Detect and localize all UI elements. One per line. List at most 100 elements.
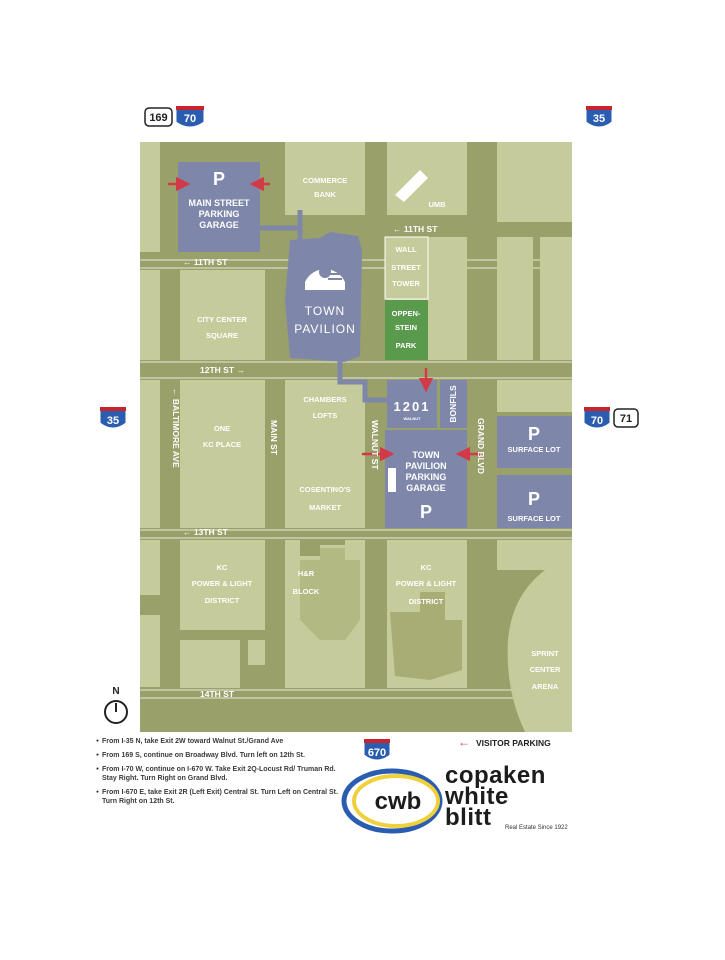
cwb-logo: cwb <box>341 768 443 834</box>
block-right-mid-2 <box>540 237 572 360</box>
surface-lot-1[interactable] <box>497 416 572 468</box>
kcpl-west-line-2: POWER & LIGHT <box>192 579 253 588</box>
main-street-garage-line-1: MAIN STREET <box>188 198 250 208</box>
town-pavilion-garage-line-1: TOWN <box>412 450 439 460</box>
block-chambers-lofts <box>285 380 365 528</box>
street-main: MAIN ST <box>269 420 279 456</box>
us-169-shield: 169 <box>144 107 173 127</box>
kcpl-east-line-1: KC <box>421 563 432 572</box>
i-35-shield-top: 35 <box>585 105 613 128</box>
street-grand: GRAND BLVD <box>476 418 486 474</box>
town-pavilion[interactable] <box>285 232 362 362</box>
block-left-strip-4a <box>140 540 160 595</box>
umb-label: UMB <box>428 200 446 209</box>
block-left-strip-3 <box>140 380 160 528</box>
cosentinos-line-1: COSENTINO'S <box>299 485 350 494</box>
parking-symbol-main-garage: P <box>213 169 225 189</box>
one-kc-place-line-1: ONE <box>214 424 230 433</box>
street-12th: 12TH ST → <box>200 365 245 375</box>
skywalk-route <box>260 210 425 403</box>
direction-item: From I-70 W, continue on I-670 W. Take E… <box>96 765 346 783</box>
sprint-center-line-2: CENTER <box>530 665 561 674</box>
i-670-shield: 670 <box>363 738 391 761</box>
commerce-bank-line-1: COMMERCE <box>303 176 348 185</box>
visitor-parking-arrows <box>168 176 482 462</box>
kcpl-east-line-2: POWER & LIGHT <box>396 579 457 588</box>
street-11th-left: ← 11TH ST <box>183 257 228 267</box>
svg-text:70: 70 <box>591 415 603 427</box>
brand-line-1: copaken <box>445 762 546 789</box>
wall-street-tower-line-2: STREET <box>391 263 421 272</box>
north-label: N <box>112 686 119 697</box>
street-13th: ← 13TH ST <box>183 527 229 537</box>
surface-lot-2[interactable] <box>497 475 572 528</box>
street-walnut: WALNUT ST <box>370 420 380 470</box>
wall-street-tower-line-3: TOWER <box>392 279 420 288</box>
svg-text:169: 169 <box>149 112 167 124</box>
driving-directions: From I-35 N, take Exit 2W toward Walnut … <box>96 737 346 811</box>
us-71-shield: 71 <box>613 408 639 428</box>
block-right-mid-1 <box>497 237 533 360</box>
svg-text:35: 35 <box>593 113 605 125</box>
kcpl-east-shape <box>390 592 462 680</box>
wall-street-tower-line-1: WALL <box>395 245 417 254</box>
street-baltimore: ← BALTIMORE AVE <box>171 388 181 468</box>
block-left-strip-4b <box>140 615 160 687</box>
oppenstein-park[interactable] <box>385 300 428 360</box>
logo-mark-text: cwb <box>375 788 422 815</box>
block-left-strip-1 <box>140 142 160 252</box>
block-sprint-center <box>497 540 572 732</box>
building-1201-sublabel: WALNUT <box>403 416 421 421</box>
svg-text:670: 670 <box>368 747 386 759</box>
company-tagline: Real Estate Since 1922 <box>505 825 568 831</box>
city-center-line-1: CITY CENTER <box>197 315 247 324</box>
block-right-lot-1 <box>497 380 572 412</box>
block-commerce-bank <box>285 142 365 215</box>
surface-lot-2-label: SURFACE LOT <box>508 514 561 523</box>
visitor-parking-label: VISITOR PARKING <box>476 738 551 748</box>
kcpl-west-line-3: DISTRICT <box>205 596 240 605</box>
bonfils-building[interactable] <box>440 380 467 428</box>
main-street-garage[interactable] <box>178 162 260 252</box>
sprint-center-line-1: SPRINT <box>531 649 559 658</box>
town-pavilion-line-2: PAVILION <box>294 322 356 336</box>
town-pavilion-garage-line-4: GARAGE <box>406 483 446 493</box>
direction-item: From I-35 N, take Exit 2W toward Walnut … <box>96 737 346 746</box>
town-pavilion-garage-line-3: PARKING <box>406 472 447 482</box>
direction-item: From I-670 E, take Exit 2R (Left Exit) C… <box>96 788 346 806</box>
block-one-kc-place <box>180 380 265 528</box>
direction-item: From 169 S, continue on Broadway Blvd. T… <box>96 751 346 760</box>
town-pavilion-line-1: TOWN <box>305 304 345 318</box>
map-legend: ← VISITOR PARKING <box>458 735 551 749</box>
bonfils-label: BONFILS <box>448 385 458 423</box>
block-small-2 <box>248 640 265 665</box>
street-11th-right: ← 11TH ST <box>393 224 438 234</box>
block-right-top <box>497 142 572 222</box>
oppenstein-line-3: PARK <box>396 341 417 350</box>
hr-block-building-shape <box>300 548 360 640</box>
parking-symbol-lot-2: P <box>528 489 540 509</box>
i-70-shield-top: 70 <box>175 105 205 128</box>
block-small-1 <box>180 640 240 688</box>
kcpl-west-line-1: KC <box>217 563 228 572</box>
wall-street-tower-shape <box>384 236 429 300</box>
oppenstein-line-2: STEIN <box>395 323 417 332</box>
block-left-strip-2 <box>140 270 160 360</box>
svg-text:70: 70 <box>184 113 196 125</box>
i-70-shield-right: 70 <box>583 406 611 429</box>
one-kc-place-line-2: KC PLACE <box>203 440 241 449</box>
hr-block-line-1: H&R <box>298 569 315 578</box>
hr-block-line-2: BLOCK <box>293 587 320 596</box>
arrow-left-icon: ← <box>458 735 470 749</box>
surface-lot-1-label: SURFACE LOT <box>508 445 561 454</box>
svg-text:71: 71 <box>620 413 632 425</box>
city-center-line-2: SQUARE <box>206 331 238 340</box>
garage-entrance-marker <box>388 468 396 492</box>
sprint-center-line-3: ARENA <box>532 682 559 691</box>
chambers-lofts-line-1: CHAMBERS <box>303 395 346 404</box>
brand-line-3: blitt <box>445 804 492 831</box>
town-pavilion-garage[interactable] <box>385 430 467 528</box>
commerce-bank-line-2: BANK <box>314 190 336 199</box>
main-street-garage-line-2: PARKING <box>199 209 240 219</box>
